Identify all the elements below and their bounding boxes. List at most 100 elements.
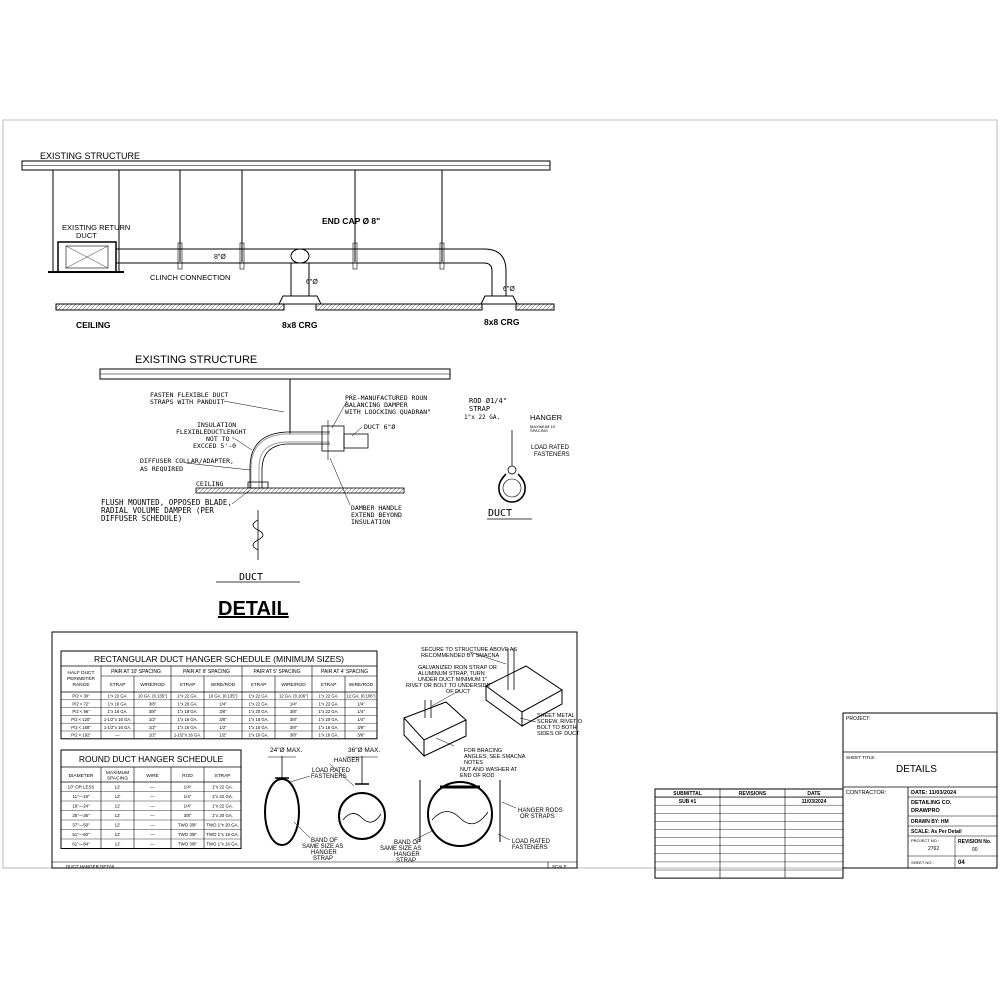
rect-header-perimeter: PERIMETER	[67, 676, 96, 682]
round-cell: 12'	[115, 813, 121, 818]
detail-insulation-2: FLEXIBLEDUCTLENGHT	[176, 428, 247, 436]
round-cell: —	[150, 832, 155, 837]
round-load-rated2-2: FASTENERS	[512, 845, 548, 851]
iso-secure-2: RECOMMENDED BY SMACNA	[421, 653, 499, 659]
rect-cell: 3/8"	[290, 717, 298, 722]
round-band1-4: STRAP	[313, 856, 333, 862]
strip-left-label: DUCT HANGER DETAIL	[66, 864, 116, 869]
detail-fasten-1: FASTEN FLEXIBLE DUCT	[150, 391, 228, 399]
round-band2-3: HANGER	[394, 852, 420, 858]
detail-insulation-4: EXCCED 5'-0	[193, 442, 236, 450]
iso-galvanized-2: ALUMINUM STRAP, TURN	[418, 671, 485, 677]
rect-header-sub: STRAP	[251, 682, 267, 688]
title-block	[842, 712, 998, 869]
round-load-rated-1: LOAD RATED	[312, 768, 351, 774]
iso-secure-1: SECURE TO STRUCTURE ABOVE AS	[421, 647, 517, 653]
elev-crg-1: 8x8 CRG	[282, 320, 318, 330]
hanger-label: HANGER	[530, 413, 563, 422]
round-cell: 12'	[115, 823, 121, 828]
detail-flush-1: FLUSH MOUNTED, OPPOSED BLADE,	[101, 498, 232, 507]
rect-cell: 1/4"	[290, 701, 298, 706]
rect-cell: —	[115, 733, 120, 738]
rect-cell: 1"x 16 GA.	[248, 733, 268, 738]
tb-project-label: PROJECT:	[846, 716, 870, 722]
round-header: MAXIMUM	[106, 770, 129, 776]
round-cell: TWO 3/8"	[178, 832, 198, 837]
rect-cell: 1/4"	[357, 701, 365, 706]
round-cell: 12'	[115, 832, 121, 837]
elev-ceiling: CEILING	[76, 320, 111, 330]
rect-header-perimeter: RANGE	[72, 682, 89, 688]
rect-cell: 3/8"	[219, 709, 227, 714]
rect-cell: 12 GA. (0.106")	[279, 694, 309, 699]
round-hanger-label: HANGER	[334, 758, 360, 764]
submittal-header: SUBMITTAL	[673, 791, 702, 797]
rect-schedule-table: RECTANGULAR DUCT HANGER SCHEDULE (MINIMU…	[60, 650, 378, 740]
rect-cell: 1"x 22 GA.	[318, 701, 338, 706]
detail-duct-6: DUCT 6"Ø	[364, 423, 395, 431]
rect-header-spacing: PAIR AT 4' SPACING	[321, 669, 368, 675]
elev-drop-6b: 6"Ø	[503, 286, 515, 293]
round-cell: 1"x 20 GA.	[212, 813, 233, 818]
detail-premanufactured-3: WITH LOOCKING QUADRAN"	[345, 408, 431, 416]
submittal-cell: 11/03/2024	[802, 799, 827, 805]
tb-sheet-title: DETAILS	[896, 764, 937, 775]
rect-cell: 3/8"	[219, 717, 227, 722]
tb-sheet-no: 04	[958, 860, 965, 866]
rect-schedule-frame	[60, 650, 378, 740]
tb-revision-no-label: REVISION No.	[958, 839, 992, 845]
round-header: DIAMETER	[69, 773, 94, 779]
tb-contractor-label: CONTRACTOR:	[846, 790, 887, 796]
rect-cell: P/2 < 96"	[72, 709, 90, 714]
rect-cell: 1/2"	[219, 733, 227, 738]
rect-cell: 3/8"	[290, 725, 298, 730]
round-band1-1: BAND OF	[311, 838, 338, 844]
detail-damper-handle-3: INSULATION	[351, 518, 390, 526]
elev-crg-2: 8x8 CRG	[484, 317, 520, 327]
round-load-rated-2: FASTENERS	[311, 774, 347, 780]
hanger-load-rated-2: FASTENERS	[534, 452, 570, 458]
elev-end-cap: END CAP Ø 8"	[322, 216, 380, 226]
hanger-rod-1: ROD Ø1/4"	[469, 397, 507, 405]
iso-galvanized-5: OF DUCT	[446, 689, 471, 695]
rect-cell: 1/4"	[357, 717, 365, 722]
rect-cell: 1"x 16 GA.	[107, 709, 127, 714]
round-cell: 12'	[115, 794, 121, 799]
detail-fasten-2: STRAPS WITH PANDUIT	[150, 398, 224, 406]
detail-flush-2: RADIAL VOLUME DAMPER (PER	[101, 506, 214, 515]
rect-cell: 1"x 18 GA.	[248, 717, 268, 722]
rect-cell: 3/8"	[357, 725, 365, 730]
round-schedule-title: ROUND DUCT HANGER SCHEDULE	[79, 754, 224, 764]
iso-galvanized-3: UNDER DUCT MINIMUM 1"	[418, 677, 487, 683]
round-schedule-frame	[60, 749, 242, 849]
iso-nut-2: END OF ROD	[460, 773, 495, 779]
detail-premanufactured-2: BALANCING DAMPER	[345, 401, 408, 409]
detail-title: DETAIL	[218, 598, 289, 620]
detail-insulation-3: NOT TO	[206, 435, 230, 443]
iso-sheet-metal-1: SHEET METAL	[537, 713, 575, 719]
rect-cell: 3/8"	[290, 709, 298, 714]
round-cell: 37"—50"	[72, 823, 90, 828]
round-cell: —	[150, 842, 155, 847]
detail-damper-handle-1: DAMBER HANDLE	[351, 504, 402, 512]
round-band1-2: SAME SIZE AS	[302, 844, 343, 850]
round-cell: TWO 3/8"	[178, 823, 198, 828]
round-max-36: 36"Ø MAX.	[348, 747, 380, 754]
submittal-header: REVISIONS	[739, 791, 767, 797]
tb-date: DATE: 11/03/2024	[911, 790, 957, 796]
round-cell: 1"x 22 GA.	[212, 785, 233, 790]
round-cell: 51"—60"	[72, 832, 90, 837]
strip-right-label: SCALE	[552, 864, 567, 869]
duct-elevation	[21, 160, 555, 311]
round-hanger-detail-small	[487, 430, 532, 520]
iso-galvanized-1: GALVANIZED IRON STRAP OR	[418, 665, 497, 671]
rect-cell: 1"x 22 GA.	[177, 694, 197, 699]
rect-cell: P/2 < 30"	[72, 694, 90, 699]
round-cell: —	[150, 794, 155, 799]
rect-cell: 12 GA. (0.106")	[347, 694, 377, 699]
round-schedule-table: ROUND DUCT HANGER SCHEDULE DIAMETER MAXIMU…	[60, 749, 242, 849]
round-band2-4: STRAP	[396, 858, 416, 864]
hanger-max-spacing-2: SPACING	[530, 428, 548, 433]
rect-cell: 1"x 22 GA.	[107, 694, 127, 699]
rect-header-sub: WIRE/ROD	[349, 682, 374, 688]
